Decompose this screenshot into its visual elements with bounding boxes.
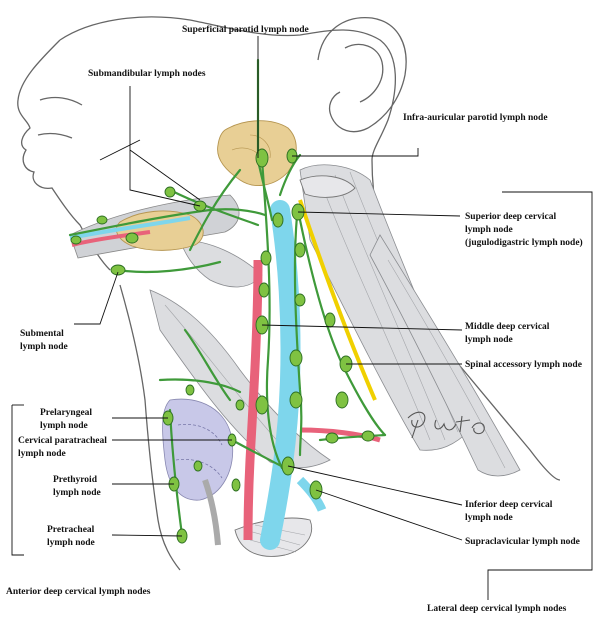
sternocleidomastoid-muscle [299, 164, 471, 451]
node-submandibular-5 [70, 235, 82, 245]
trapezius-muscle [369, 234, 521, 477]
label-pretracheal-1: Pretracheal [47, 525, 95, 535]
label-prelaryngeal-1: Prelaryngeal [40, 408, 92, 418]
node-extra-1 [193, 460, 203, 472]
node-supraclavicular-2 [325, 432, 339, 444]
label-superior-deep-2: lymph node [465, 225, 513, 235]
label-middle-deep-2: lymph node [465, 335, 513, 345]
label-prelaryngeal-2: lymph node [40, 421, 88, 431]
label-cervical-paratracheal-2: lymph node [18, 449, 66, 459]
node-submandibular-3 [125, 232, 139, 244]
node-middle-deep-3 [289, 349, 303, 367]
node-extra-2 [231, 478, 241, 492]
node-submental [110, 264, 126, 276]
node-spinal-accessory-2 [324, 312, 336, 328]
labels: Superficial parotid lymph node Submandib… [6, 25, 583, 614]
label-prethyroid-1: Prethyroid [53, 475, 98, 485]
label-superficial-parotid: Superficial parotid lymph node [182, 25, 309, 35]
node-supraclavicular-3 [361, 430, 375, 442]
internal-jugular-vein [260, 200, 301, 550]
label-inferior-deep-2: lymph node [465, 513, 513, 523]
node-extra-4 [185, 384, 195, 396]
label-superior-deep-1: Superior deep cervical [465, 212, 556, 222]
head-outline [17, 16, 561, 571]
label-inferior-deep-1: Inferior deep cervical [465, 500, 553, 510]
label-middle-deep-1: Middle deep cervical [465, 322, 550, 332]
label-lateral-group: Lateral deep cervical lymph nodes [427, 604, 567, 614]
node-lower-1 [255, 395, 269, 415]
leader-lines [11, 36, 593, 600]
label-prethyroid-2: lymph node [53, 488, 101, 498]
label-anterior-group: Anterior deep cervical lymph nodes [6, 587, 151, 597]
node-extra-3 [235, 399, 245, 411]
label-cervical-paratracheal-1: Cervical paratracheal [18, 436, 107, 446]
label-pretracheal-2: lymph node [47, 538, 95, 548]
label-submental-2: lymph node [20, 342, 68, 352]
label-superior-deep-3: (jugulodigastric lymph node) [465, 237, 583, 248]
node-spinal-accessory-3 [335, 391, 349, 409]
ear [317, 16, 407, 133]
node-lower-2 [289, 391, 303, 409]
node-submandibular-4 [96, 215, 108, 225]
artist-signature [407, 411, 485, 439]
thyroid-gland [162, 398, 234, 501]
label-supraclavicular: Supraclavicular lymph node [465, 537, 580, 547]
label-submandibular: Submandibular lymph nodes [88, 69, 206, 79]
accessory-nerve [298, 199, 377, 401]
node-middle-deep-4 [294, 293, 306, 307]
label-submental-1: Submental [20, 329, 64, 339]
label-infra-auricular: Infra-auricular parotid lymph node [403, 113, 548, 123]
node-superior-deep-2 [272, 212, 284, 228]
facial-vessels [69, 216, 191, 240]
node-superficial-parotid [255, 148, 269, 168]
node-superior-deep-4 [294, 242, 306, 258]
node-submandibular-2 [164, 186, 176, 198]
node-middle-deep-2 [258, 282, 270, 298]
trachea [202, 479, 221, 546]
node-superior-deep-3 [260, 250, 272, 266]
label-spinal-accessory: Spinal accessory lymph node [465, 360, 582, 370]
mastoid-bone [299, 175, 356, 198]
